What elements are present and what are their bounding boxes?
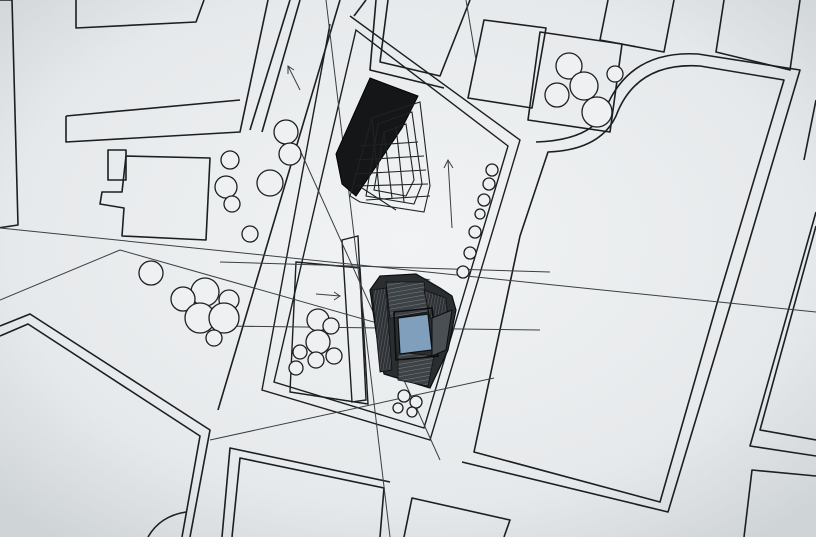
arrow-north	[443, 158, 454, 229]
south-building-hatch-north	[385, 281, 429, 319]
block-far-right-upper	[803, 99, 816, 161]
road-edge-left-site	[217, 0, 341, 411]
block-left-wide	[65, 0, 269, 143]
block-right-large	[473, 64, 785, 503]
tree-enclosure-top-right	[527, 31, 623, 133]
block-top-middle-inner	[369, 0, 445, 89]
tree	[208, 302, 240, 334]
tree	[397, 389, 411, 403]
tree	[456, 265, 470, 279]
tree	[581, 96, 613, 128]
block-bottom-middle	[231, 457, 385, 537]
tree	[205, 329, 223, 347]
trees	[138, 52, 624, 418]
site-walkway	[341, 235, 367, 403]
block-bottom-left	[0, 313, 211, 537]
building-footprint-left	[99, 155, 211, 241]
tree	[305, 329, 331, 355]
block-right-large-outer	[461, 52, 801, 513]
tree	[569, 71, 599, 101]
block-bottom-right	[743, 469, 816, 537]
tree	[307, 351, 325, 369]
block-left-wide-inner	[65, 99, 241, 117]
tree	[555, 52, 583, 80]
south-building-hatch-south	[397, 351, 435, 387]
tree	[223, 195, 241, 213]
tree	[273, 119, 299, 145]
south-building-hatch-west	[371, 287, 393, 373]
tree	[288, 360, 304, 376]
tree	[463, 246, 477, 260]
tree	[606, 65, 624, 83]
tree	[170, 286, 196, 312]
axis-line-2	[219, 261, 551, 273]
block-top-right-b	[599, 0, 675, 53]
axis-line-4	[119, 249, 417, 335]
axis-line-1	[0, 227, 816, 313]
south-building	[369, 273, 457, 389]
tree	[278, 142, 302, 166]
road-edge-upper-left	[249, 0, 291, 131]
tree	[322, 317, 340, 335]
block-bottom-center	[403, 497, 511, 537]
south-building-glass-roof	[397, 313, 433, 355]
tree	[214, 175, 238, 199]
block-top-right-c	[715, 0, 801, 71]
arrow-left-up	[287, 65, 301, 91]
block-top-left	[75, 0, 205, 29]
north-building-dark-volume	[335, 77, 419, 197]
arrow-site-a	[315, 291, 341, 301]
north-building	[335, 77, 431, 213]
tree	[138, 260, 164, 286]
tree	[256, 169, 284, 197]
tree	[325, 347, 343, 365]
block-left-upper	[0, 0, 19, 229]
building-footprint-left-inner	[107, 149, 127, 181]
road-edge-top-mid	[353, 0, 367, 17]
tree	[468, 225, 482, 239]
axis-line-3	[209, 377, 495, 441]
tree	[477, 193, 491, 207]
block-bottom-middle-inner	[221, 447, 391, 537]
south-building-east-wing	[431, 309, 453, 357]
tree	[392, 402, 404, 414]
axis-line-8	[465, 0, 477, 61]
block-top-middle	[379, 0, 471, 77]
tree	[485, 163, 499, 177]
block-far-right	[759, 225, 816, 441]
tree	[409, 395, 423, 409]
block-top-right-a	[467, 19, 547, 109]
tree	[474, 208, 486, 220]
road-edge-upper-right	[261, 0, 301, 133]
tree	[406, 406, 418, 418]
north-building-wireframe	[349, 101, 431, 213]
axis-line-9	[0, 249, 121, 301]
tree	[220, 150, 240, 170]
block-bottom-left-inner	[0, 323, 201, 537]
block-bottom-left-corner	[147, 511, 187, 537]
tree	[482, 177, 496, 191]
south-building-glass-frame	[393, 307, 439, 361]
axis-line-6	[325, 0, 391, 537]
tree	[241, 225, 259, 243]
tree	[292, 344, 308, 360]
tree	[544, 82, 570, 108]
block-far-right-inner	[749, 211, 816, 457]
site-boundary-outer	[261, 15, 521, 441]
